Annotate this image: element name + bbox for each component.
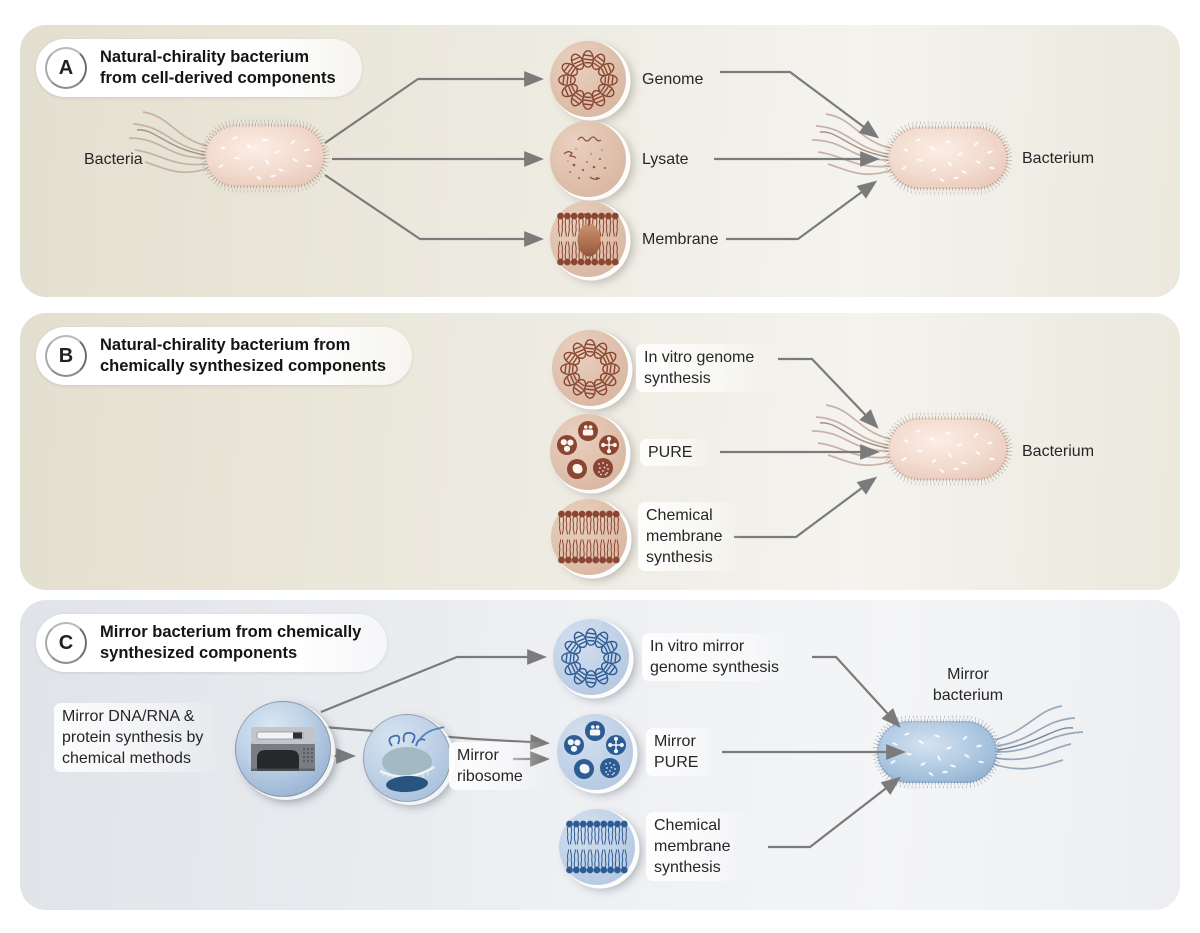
mirror-ribosome-node: [363, 714, 451, 802]
mirror-genome-synthesis-label: In vitro mirror genome synthesis: [642, 633, 799, 681]
dna-synthesizer-icon: [251, 727, 315, 771]
mirror-bacterium-result-label: Mirror bacterium: [932, 666, 1004, 704]
ribosome-icon: [379, 726, 445, 793]
dna-synthesizer-node: [235, 701, 331, 797]
mirror-genome-synthesis-node: [553, 619, 629, 695]
panel-b-badge: B: [45, 335, 87, 377]
lysate-node: [550, 121, 626, 197]
panel-a-header: A Natural-chirality bacterium from cell-…: [36, 39, 362, 97]
membrane-label: Membrane: [642, 231, 719, 248]
genome-label: Genome: [642, 71, 704, 88]
panel-a-badge: A: [45, 47, 87, 89]
connector-arrows: [720, 357, 880, 539]
panel-c: C Mirror bacterium from chemically synth…: [20, 600, 1180, 910]
membrane-bilayer-icon: [566, 820, 628, 874]
pure-mix-icon: [557, 421, 619, 479]
panel-c-header: C Mirror bacterium from chemically synth…: [36, 614, 388, 672]
bacterium-result-label: Bacterium: [1022, 443, 1095, 460]
lysate-label: Lysate: [642, 151, 689, 168]
mirror-ribosome-label: Mirror ribosome: [449, 742, 543, 790]
genome-synthesis-label: In vitro genome synthesis: [636, 344, 775, 392]
bacteria-source-label: Bacteria: [84, 151, 143, 168]
panel-a: A Natural-chirality bacterium from cell-…: [20, 25, 1180, 297]
pure-label: PURE: [640, 439, 713, 466]
lysate-icon: [563, 136, 606, 180]
membrane-synthesis-label: Chemical membrane synthesis: [638, 502, 743, 571]
plasmid-icon: [558, 50, 618, 110]
bacterium-result-label: Bacterium: [1022, 150, 1095, 167]
genome-synthesis-node: [552, 330, 628, 406]
mirror-pure-label: Mirror PURE: [646, 728, 719, 776]
panel-b-title: Natural-chirality bacterium from chemica…: [100, 336, 387, 375]
pure-mix-icon: [564, 721, 626, 779]
mirror-membrane-synthesis-node: [559, 809, 635, 885]
panel-c-badge: C: [45, 622, 87, 664]
plasmid-icon: [561, 628, 621, 688]
panel-c-title: Mirror bacterium from chemically synthes…: [100, 623, 362, 662]
membrane-synthesis-node: [551, 499, 627, 575]
mirror-pure-node: [557, 714, 633, 790]
membrane-protein-icon: [557, 212, 619, 266]
mirror-synthesis-source-label: Mirror DNA/RNA & protein synthesis by ch…: [54, 703, 224, 772]
plasmid-icon: [560, 339, 620, 399]
membrane-bilayer-icon: [558, 510, 620, 564]
mirror-membrane-synthesis-label: Chemical membrane synthesis: [646, 812, 751, 881]
panel-a-title: Natural-chirality bacterium from cell-de…: [100, 48, 336, 87]
panel-b: B Natural-chirality bacterium from chemi…: [20, 313, 1180, 590]
panel-b-header: B Natural-chirality bacterium from chemi…: [36, 327, 413, 385]
membrane-node: [550, 201, 626, 277]
genome-node: [550, 41, 626, 117]
pure-node: [550, 414, 626, 490]
connector-arrows: [324, 70, 880, 247]
